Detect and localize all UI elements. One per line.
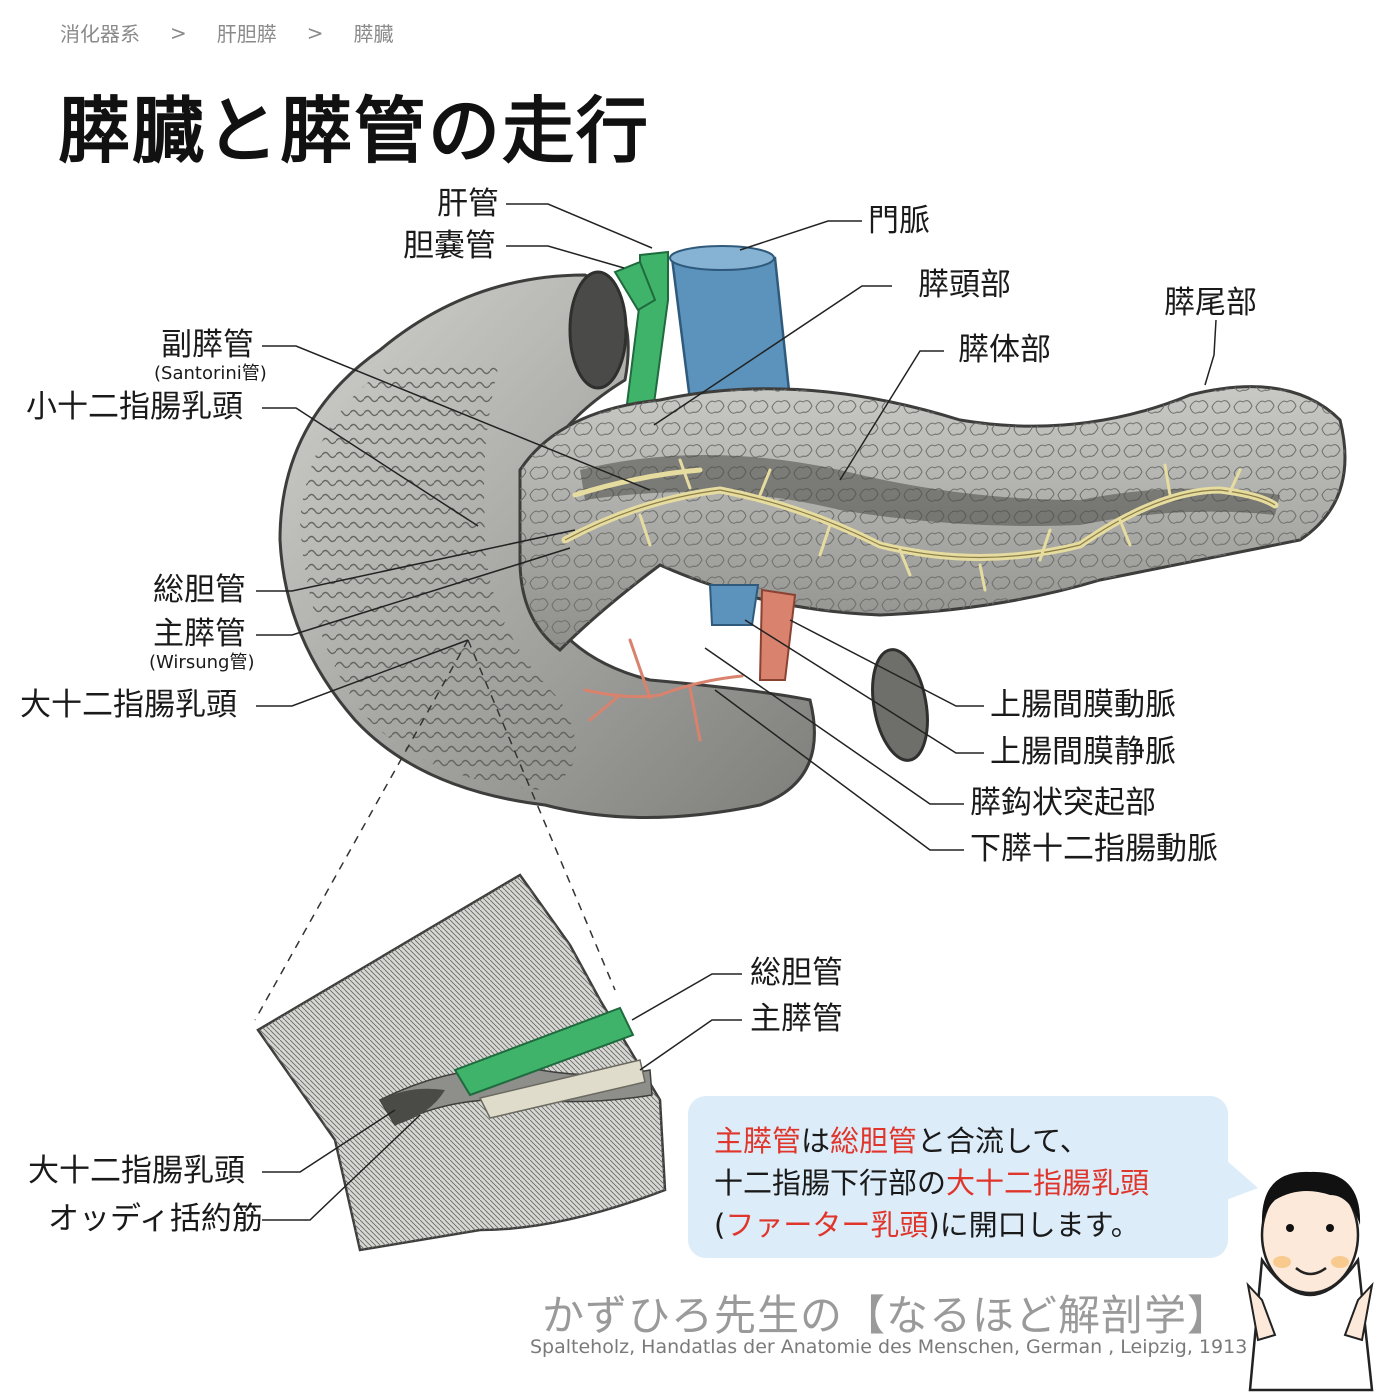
label-minor-papilla: 小十二指腸乳頭 [26,389,243,425]
callout-text-segment: 十二指腸下行部の [714,1166,947,1200]
callout-text-segment: ( [714,1208,726,1242]
callout-highlight: 主膵管 [714,1124,802,1158]
explanation-callout: 主膵管は総胆管と合流して、 十二指腸下行部の大十二指腸乳頭 (ファーター乳頭)に… [688,1096,1228,1258]
smv-vessel [708,584,760,626]
callout-text-segment: と合流して、 [917,1124,1089,1158]
inset-bile-duct [453,1006,635,1097]
papilla-inset [256,873,667,1252]
breadcrumb-item-pancreas[interactable]: 膵臓 [353,22,394,46]
label-inset-cbd: 総胆管 [750,955,843,991]
label-hepatic-duct: 肝管 [437,186,499,222]
callout-line-3: (ファーター乳頭)に開口します。 [714,1204,1149,1246]
label-accessory-duct-sub: (Santorini管) [154,363,267,384]
label-smv: 上腸間膜静脈 [990,734,1176,770]
label-ipda: 下膵十二指腸動脈 [970,831,1218,867]
breadcrumb-item-hepatobiliary[interactable]: 肝胆膵 [216,22,277,46]
source-credit: Spalteholz, Handatlas der Anatomie des M… [530,1336,1248,1358]
callout-highlight: 総胆管 [830,1124,918,1158]
callout-text-segment: は [801,1124,831,1158]
breadcrumb-item-digestive[interactable]: 消化器系 [60,22,140,46]
accessory-duct-path [572,467,703,498]
label-major-papilla: 大十二指腸乳頭 [20,687,237,723]
inset-pancreatic-duct [478,1059,646,1119]
ipda-branches [583,638,744,742]
label-sma: 上腸間膜動脈 [990,687,1176,723]
page-title: 膵臓と膵管の走行 [58,89,651,173]
pancreas [518,385,1347,652]
callout-line-1: 主膵管は総胆管と合流して、 [714,1120,1149,1162]
label-pancreas-body: 膵体部 [958,332,1051,368]
breadcrumb-separator: > [170,20,187,45]
label-pancreas-head: 膵頭部 [918,267,1011,303]
callout-highlight: 大十二指腸乳頭 [946,1166,1150,1200]
portal-vein [670,256,792,402]
callout-highlight: ファーター乳頭 [725,1208,929,1242]
label-inset-main-duct: 主膵管 [750,1001,843,1037]
duodenum [278,270,929,819]
label-oddi-sphincter: オッディ括約筋 [48,1201,263,1237]
label-main-duct-sub: (Wirsung管) [149,652,255,673]
label-pancreas-tail: 膵尾部 [1164,285,1257,321]
leader-lines [256,203,1217,1221]
breadcrumb-separator: > [306,20,324,45]
brand-title: かずひろ先生の【なるほど解剖学】 [542,1291,1231,1340]
label-common-bile-duct: 総胆管 [153,572,246,608]
label-cystic-duct: 胆嚢管 [403,228,496,264]
mascot-avatar [1246,1171,1374,1392]
callout-text-segment: )に開口します。 [928,1208,1140,1242]
label-uncinate: 膵鈎状突起部 [970,785,1156,821]
label-accessory-duct: 副膵管 [161,327,254,363]
breadcrumb: 消化器系 > 肝胆膵 > 膵臓 [60,18,394,47]
label-main-duct: 主膵管 [153,616,246,652]
callout-line-2: 十二指腸下行部の大十二指腸乳頭 [714,1162,1149,1204]
cystic-duct-path [613,260,657,312]
label-portal-vein: 門脈 [868,203,930,239]
sma-vessel [758,588,797,681]
callout-text: 主膵管は総胆管と合流して、 十二指腸下行部の大十二指腸乳頭 (ファーター乳頭)に… [714,1120,1149,1246]
label-inset-major-papilla: 大十二指腸乳頭 [28,1153,245,1189]
